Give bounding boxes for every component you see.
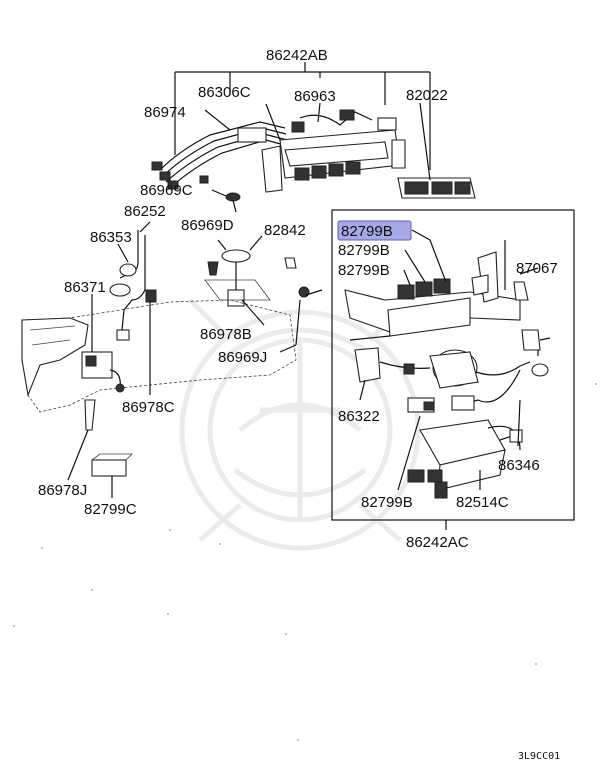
label-86963[interactable]: 86963 [294,88,336,105]
clip-86969J [284,257,323,346]
connector-82022 [397,177,476,199]
label-86978B[interactable]: 86978B [200,326,252,343]
label-86306C[interactable]: 86306C [198,84,251,101]
leader-lines-right [359,229,539,491]
label-82799B-highlighted[interactable]: 82799B [341,223,393,240]
label-82799C[interactable]: 82799C [84,501,137,518]
transmission-housing [21,299,297,413]
label-82022[interactable]: 82022 [406,87,448,104]
wiring-harness-86974 [151,121,289,190]
control-box-82514C [407,419,523,499]
label-82799B-2[interactable]: 82799B [338,242,390,259]
sensor-86978J [67,399,133,498]
figure-code: 3L9CC01 [518,751,560,762]
sensor-82842 [204,235,271,307]
label-86242AB[interactable]: 86242AB [266,47,328,64]
leader-lines-left [91,102,431,395]
label-86969C[interactable]: 86969C [140,182,193,199]
label-86346[interactable]: 86346 [498,457,540,474]
label-86974[interactable]: 86974 [144,104,186,121]
label-87067[interactable]: 87067 [516,260,558,277]
label-86322[interactable]: 86322 [338,408,380,425]
label-86969D[interactable]: 86969D [181,217,234,234]
highlight-callout [337,220,412,241]
switch-87067 [459,329,551,406]
label-86978J[interactable]: 86978J [38,482,87,499]
assembly-bracket-86242AB [174,62,431,170]
label-86969J[interactable]: 86969J [218,349,267,366]
harness-86353 [109,230,157,341]
label-86242AC[interactable]: 86242AC [406,534,469,551]
scan-specks [13,383,597,741]
screw-86969C [211,189,241,213]
label-86371[interactable]: 86371 [64,279,106,296]
label-82842[interactable]: 82842 [264,222,306,239]
label-86978C[interactable]: 86978C [122,399,175,416]
label-86252[interactable]: 86252 [124,203,166,220]
control-unit-86306C [261,109,406,193]
assembly-box-86242AC [331,209,575,530]
bracket-assembly [344,240,529,341]
label-82799B-3[interactable]: 82799B [338,262,390,279]
connector-82799B-lower [407,395,475,413]
actuator-86322 [354,347,531,389]
label-82799B-4[interactable]: 82799B [361,494,413,511]
label-86353[interactable]: 86353 [90,229,132,246]
label-82514C[interactable]: 82514C [456,494,509,511]
